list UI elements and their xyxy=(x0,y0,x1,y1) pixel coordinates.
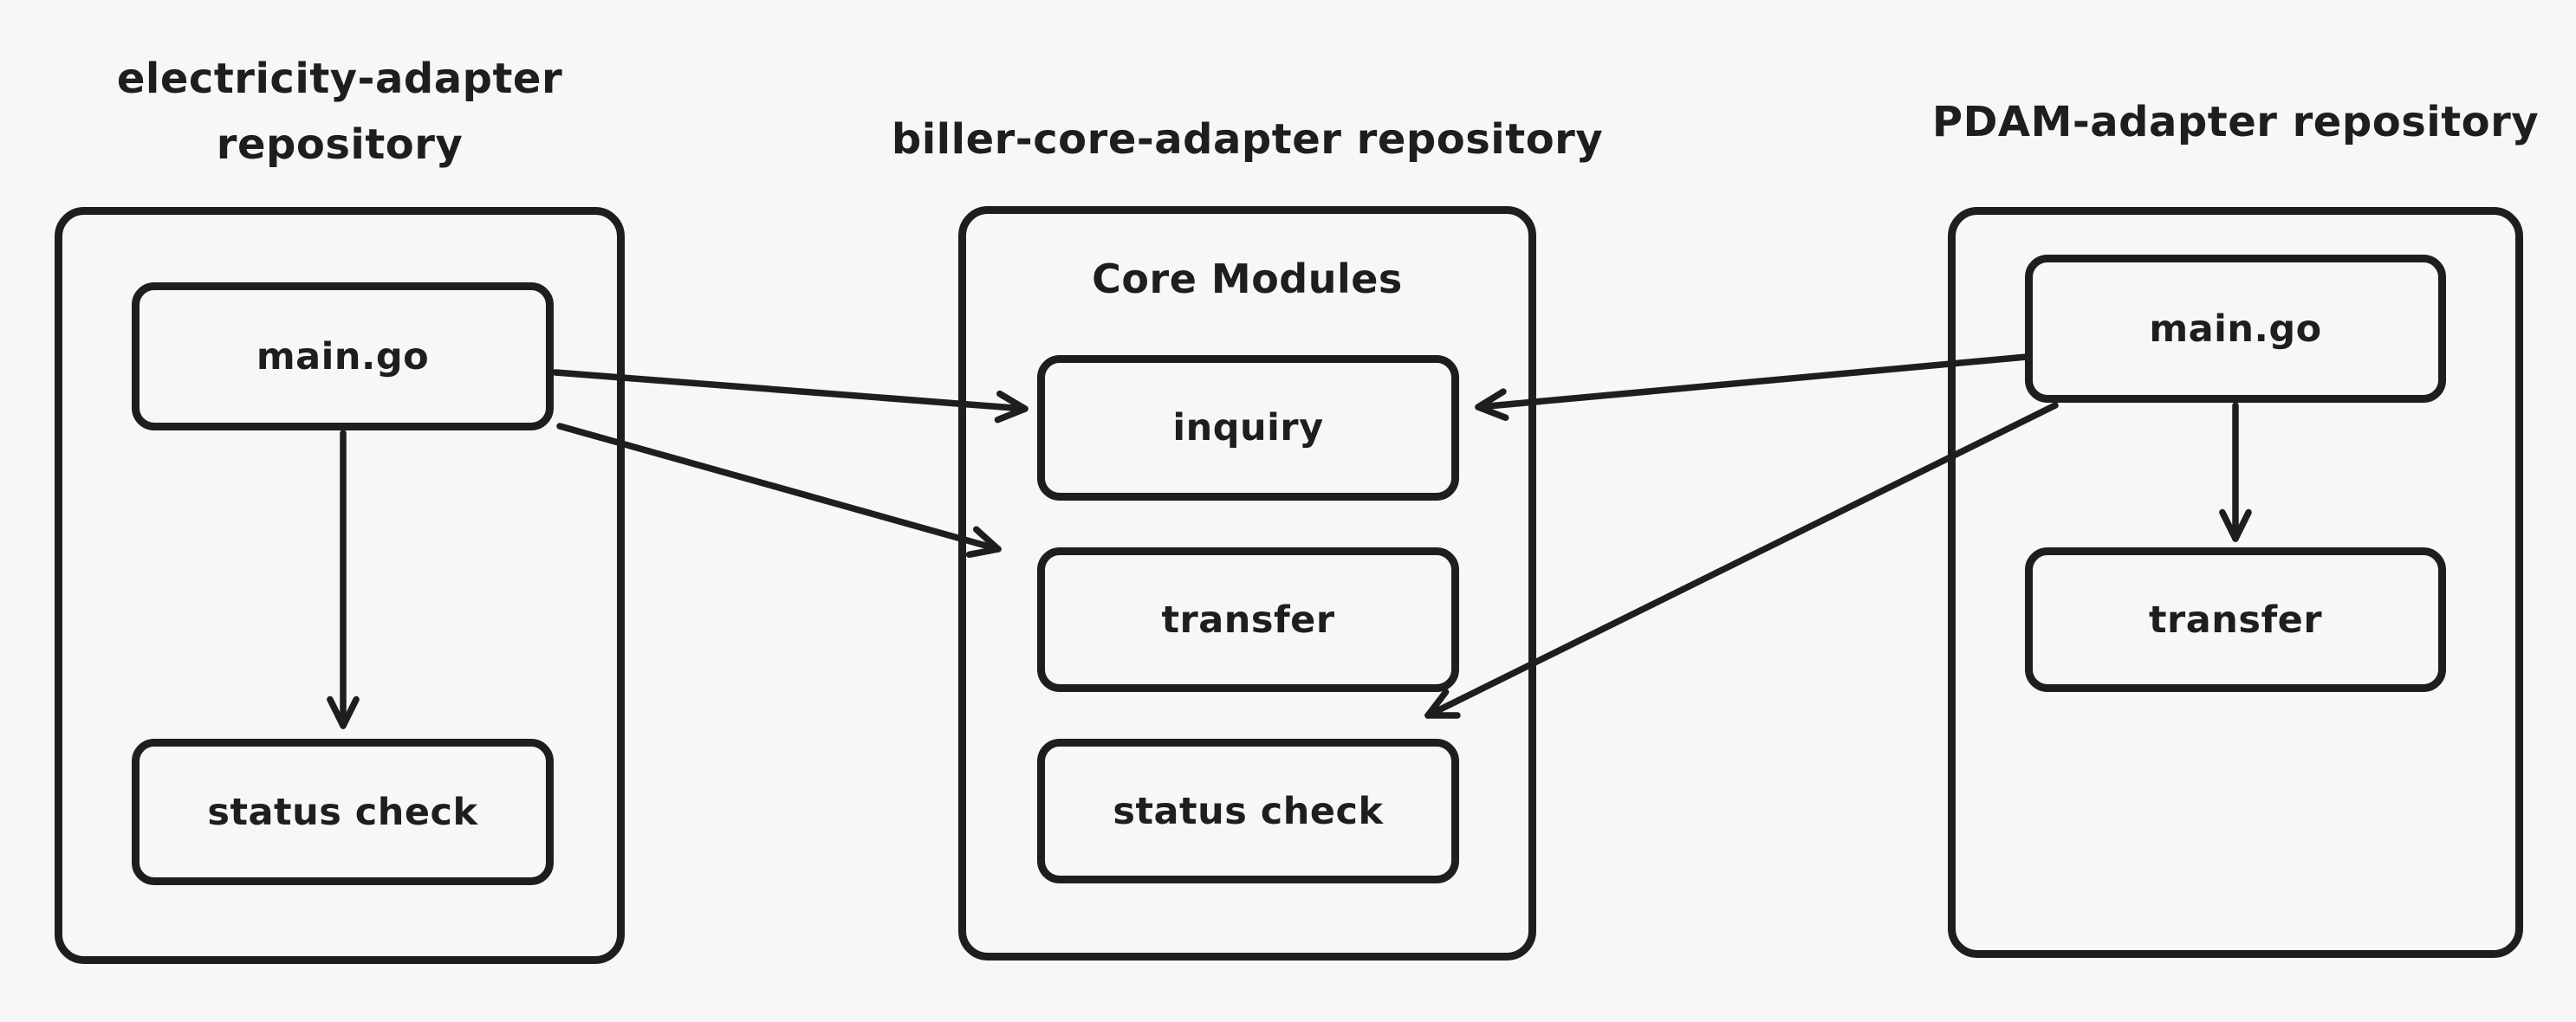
pdam-main-go-node: main.go xyxy=(2025,255,2446,403)
arrow-electricity-main-to-core-inquiry xyxy=(552,369,1028,424)
core-modules-heading: Core Modules xyxy=(1092,256,1403,302)
pdam-repo-title: PDAM-adapter repository xyxy=(1931,98,2540,146)
electricity-repo-container xyxy=(55,207,625,964)
core-transfer-node: transfer xyxy=(1037,547,1459,692)
electricity-repo-title: electricity-adapter repository xyxy=(116,55,563,169)
arrow-pdam-main-to-core-inquiry xyxy=(1475,353,2030,422)
pdam-transfer-node: transfer xyxy=(2025,547,2446,692)
electricity-main-go-node: main.go xyxy=(132,282,554,430)
electricity-status-check-node: status check xyxy=(132,739,554,885)
core-status-check-node: status check xyxy=(1037,739,1459,883)
core-repo-title: biller-core-adapter repository xyxy=(891,115,1604,164)
core-inquiry-node: inquiry xyxy=(1037,355,1459,501)
arrow-electricity-main-to-core-transfer xyxy=(556,423,1002,559)
